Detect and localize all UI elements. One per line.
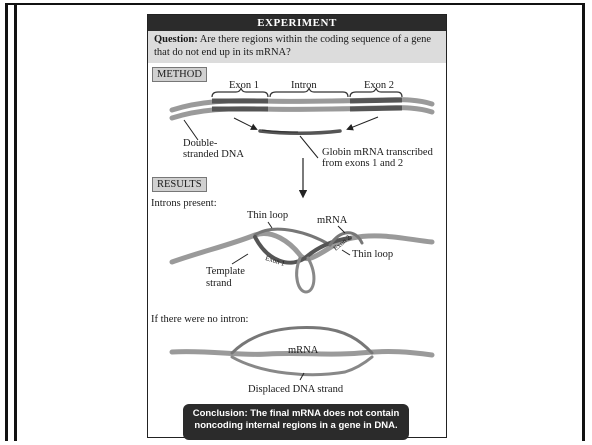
question-text: Question: Are there regions within the c…: [148, 31, 446, 63]
result-pointers: [231, 221, 351, 265]
intron-label: Intron: [291, 80, 317, 91]
no-intron-label: If there were no intron:: [151, 314, 249, 325]
conclusion-line-1: Conclusion: The final mRNA does not cont…: [192, 408, 400, 419]
exon2-label: Exon 2: [364, 80, 395, 91]
mrna-label-2: mRNA: [288, 345, 319, 356]
region-brackets: [211, 87, 403, 98]
thin-loop-label-1: Thin loop: [247, 210, 289, 221]
pointer-lines: [183, 116, 379, 159]
question-body: Are there regions within the coding sequ…: [154, 34, 432, 58]
ds-dna-label-line1: Double-: [183, 138, 218, 149]
thin-loop-label-2: Thin loop: [352, 249, 394, 260]
method-tag: METHOD: [152, 67, 207, 82]
globin-label-line2: from exons 1 and 2: [322, 158, 404, 169]
no-intron-hybrid: [169, 326, 435, 377]
mrna-label: mRNA: [317, 215, 348, 226]
question-label: Question:: [154, 34, 198, 45]
conclusion-box: Conclusion: The final mRNA does not cont…: [183, 404, 409, 440]
introns-present-label: Introns present:: [151, 198, 217, 209]
template-strand-label-line2: strand: [206, 278, 232, 289]
template-strand-label-line1: Template: [206, 266, 245, 277]
conclusion-line-2: noncoding internal regions in a gene in …: [194, 420, 398, 431]
results-tag: RESULTS: [152, 177, 207, 192]
globin-mrna: [258, 129, 342, 135]
displaced-strand-label: Displaced DNA strand: [248, 384, 344, 395]
ds-dna-label-line2: stranded DNA: [183, 149, 244, 160]
exon1-label: Exon 1: [229, 80, 260, 91]
experiment-title: EXPERIMENT: [148, 15, 446, 31]
frame-divider: [14, 3, 17, 441]
slide-frame: [5, 3, 585, 441]
globin-label-line1: Globin mRNA transcribed: [322, 147, 433, 158]
displaced-pointer: [299, 372, 305, 381]
double-stranded-dna: [169, 97, 435, 121]
r-loop-hybrid: [169, 227, 435, 294]
